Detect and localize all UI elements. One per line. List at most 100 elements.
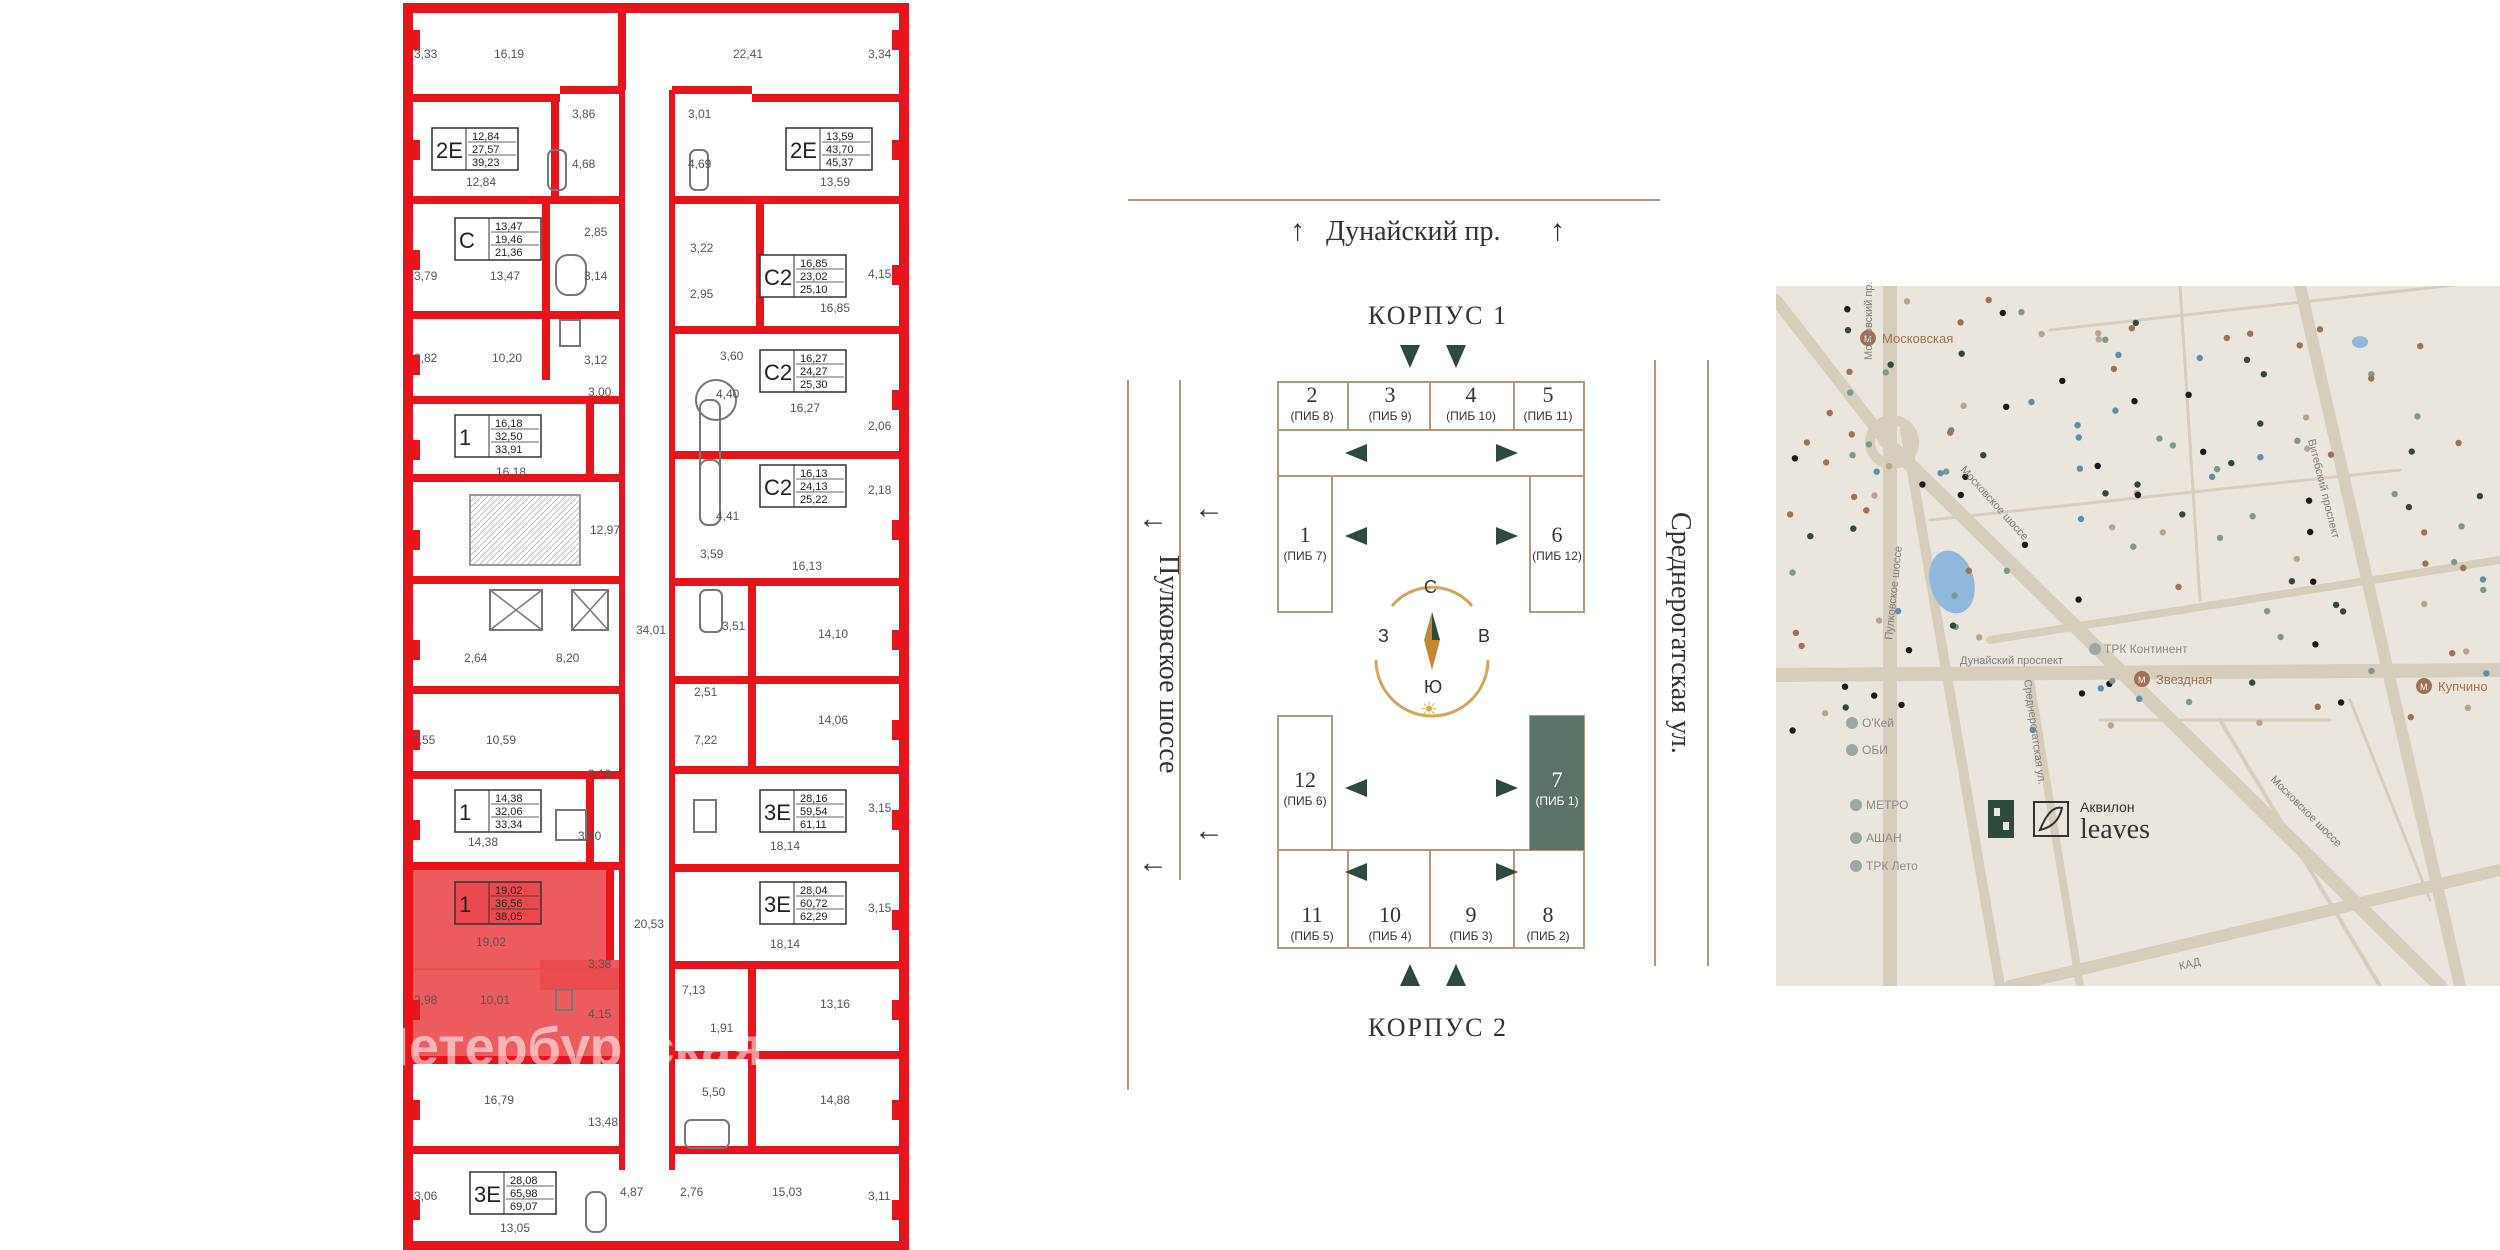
map-label-auchan: АШАН	[1866, 831, 1902, 845]
section-cell[interactable]: 6(ПИБ 12)	[1532, 522, 1582, 563]
room-area-label: 7,22	[694, 733, 718, 747]
unit-area-value: 21,36	[495, 247, 523, 259]
map-poi-dot	[1847, 389, 1854, 396]
section-cell[interactable]: 3(ПИБ 9)	[1368, 382, 1411, 423]
room-area-label: 3,15	[868, 801, 892, 815]
room-area-label: 16,18	[496, 465, 526, 479]
room-area-label: 22,41	[733, 47, 763, 61]
section-number: 2	[1307, 382, 1318, 407]
map-poi-dot	[1949, 622, 1957, 629]
room-area-label: 2,55	[412, 733, 436, 747]
map-poi-dot	[2405, 503, 2413, 511]
unit-area-value: 25,30	[800, 379, 828, 391]
section-number: 9	[1466, 902, 1477, 927]
map-poi-dot	[2159, 529, 2166, 536]
map-poi-dot	[2075, 434, 2082, 441]
room-area-label: 5,50	[702, 1085, 726, 1099]
map-poi-dot	[2257, 420, 2264, 427]
map-poi-dot	[2077, 515, 2085, 523]
map-label-metro-store: МЕТРО	[1866, 798, 1908, 812]
unit-area-value: 24,13	[800, 481, 828, 493]
section-pib-label: (ПИБ 2)	[1526, 929, 1569, 943]
section-cell[interactable]: 12(ПИБ 6)	[1283, 767, 1326, 808]
map-poi-dot	[1846, 368, 1853, 375]
map-poi-dot	[2228, 459, 2235, 467]
room-area-label: 3,01	[688, 107, 712, 121]
section-cell[interactable]: 1(ПИБ 7)	[1283, 522, 1326, 563]
section-cell[interactable]: 9(ПИБ 3)	[1449, 902, 1492, 943]
metro-icon	[1860, 330, 1876, 346]
map-poi-dot	[2480, 586, 2487, 594]
room-area-label: 4,15	[588, 1007, 612, 1021]
room-area-label: 16,79	[484, 1093, 514, 1107]
section-cell[interactable]: 4(ПИБ 10)	[1446, 382, 1496, 423]
facade-piers	[404, 30, 908, 1220]
room-area-label: 16,19	[494, 47, 524, 61]
map-poi-dot	[2028, 398, 2035, 406]
map-poi-dot	[2260, 371, 2267, 378]
map-poi-dot	[1985, 296, 1992, 304]
map-poi-dot	[2422, 560, 2429, 567]
room-area-label: 18,14	[770, 839, 800, 853]
unit-area-value: 23,02	[800, 271, 828, 283]
map-poi-dot	[2368, 667, 2375, 675]
map-poi-dot	[2310, 578, 2317, 585]
room-area-label: 3,86	[572, 107, 596, 121]
walls-right	[672, 94, 904, 1154]
section-cell[interactable]: 8(ПИБ 2)	[1526, 902, 1569, 943]
sun-icon: ☀	[1420, 699, 1438, 721]
section-number: 5	[1543, 382, 1554, 407]
map-poi-dot	[1999, 309, 2007, 317]
section-cell[interactable]: 5 (ПИБ 11)	[1524, 382, 1573, 423]
section-cell[interactable]: 7(ПИБ 1)	[1535, 767, 1578, 808]
map-poi-dot	[1873, 468, 1880, 475]
map-poi-dot	[1786, 511, 1794, 518]
map-poi-dot	[1850, 493, 1858, 501]
map-poi-dot	[2249, 513, 2256, 520]
section-cell[interactable]: 2(ПИБ 8)	[1290, 382, 1333, 423]
map-poi-dot	[1885, 463, 1893, 470]
entrance-marker	[1446, 345, 1466, 368]
section-pib-label: (ПИБ 11)	[1524, 409, 1573, 423]
map-poi-dot	[2293, 555, 2300, 563]
section-cell[interactable]: 11(ПИБ 5)	[1290, 902, 1333, 943]
unit-area-value: 28,08	[510, 1175, 538, 1187]
unit-area-value: 16,27	[800, 353, 828, 365]
map-poi-dot	[2337, 699, 2345, 706]
location-map: М Московская М Звездная М Купчино ТРК Ко…	[1776, 282, 2500, 986]
room-area-label: 16,85	[820, 301, 850, 315]
map-poi-dot	[2095, 336, 2102, 343]
map-poi-dot	[2059, 377, 2066, 385]
compass-west: З	[1378, 626, 1389, 646]
unit-area-value: 69,07	[510, 1201, 538, 1213]
unit-type-label: 1	[459, 425, 471, 450]
map-poi-dot	[2156, 435, 2163, 442]
map-poi-dot	[2169, 442, 2177, 449]
unit-area-value: 19,02	[495, 885, 523, 897]
map-label-dunaysky: Дунайский проспект	[1960, 655, 2063, 667]
map-poi-dot	[1957, 491, 1965, 499]
map-poi-dot	[2391, 490, 2398, 498]
section-cell[interactable]: 10(ПИБ 4)	[1368, 902, 1411, 943]
map-poi-dot	[1980, 452, 1987, 459]
map-poi-dot	[1807, 533, 1814, 540]
unit-area-value: 13,47	[495, 221, 523, 233]
unit-area-value: 14,38	[495, 793, 523, 805]
room-area-label: 7,13	[682, 983, 706, 997]
arrow-left-icon: ←	[1194, 814, 1224, 847]
room-area-label: 2,06	[868, 419, 892, 433]
